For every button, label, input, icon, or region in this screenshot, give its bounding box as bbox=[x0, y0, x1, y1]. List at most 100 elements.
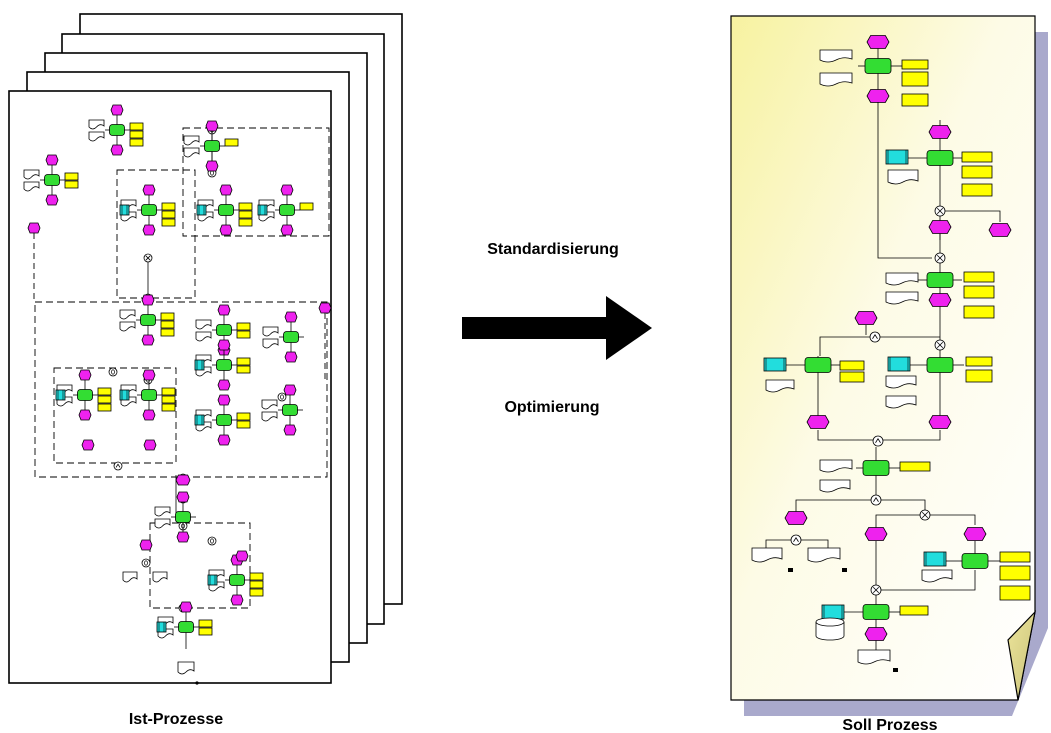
function-node bbox=[77, 389, 93, 401]
org-unit-node bbox=[839, 360, 865, 371]
terminal-mark bbox=[842, 568, 847, 572]
event-node bbox=[854, 311, 878, 325]
dashed-group-box bbox=[149, 522, 251, 609]
document-node bbox=[152, 571, 168, 583]
org-unit-node bbox=[961, 165, 993, 179]
connector-mark bbox=[115, 463, 121, 468]
event-node bbox=[142, 369, 156, 381]
document-node bbox=[183, 147, 200, 158]
org-unit-node bbox=[965, 356, 993, 367]
event-node bbox=[217, 304, 231, 316]
event-node bbox=[219, 184, 233, 196]
flow-line bbox=[945, 210, 1001, 222]
event-node bbox=[280, 224, 294, 236]
document-node bbox=[885, 375, 917, 389]
org-unit-node bbox=[161, 218, 176, 227]
connector-mark bbox=[144, 560, 148, 566]
flow-line bbox=[880, 570, 976, 591]
org-unit-node bbox=[236, 420, 251, 429]
database-node bbox=[815, 622, 845, 641]
event-node bbox=[230, 594, 244, 606]
event-node bbox=[110, 144, 124, 156]
system-node bbox=[196, 204, 207, 216]
org-unit-node bbox=[97, 395, 112, 404]
document-node bbox=[183, 135, 200, 146]
event-node bbox=[219, 224, 233, 236]
connector-mark bbox=[793, 536, 799, 542]
org-unit-node bbox=[249, 588, 264, 597]
function-node bbox=[926, 272, 954, 288]
document-node bbox=[119, 309, 136, 320]
document-node bbox=[261, 411, 278, 422]
function-node bbox=[864, 58, 892, 74]
event-node bbox=[864, 527, 888, 541]
ist-page-stack bbox=[8, 13, 403, 684]
document-node bbox=[885, 395, 917, 409]
function-node bbox=[926, 357, 954, 373]
soll-process-diagram bbox=[751, 35, 1031, 672]
org-unit-node bbox=[999, 565, 1031, 581]
org-unit-node bbox=[97, 387, 112, 396]
document-node bbox=[262, 326, 279, 337]
connector-mark bbox=[872, 586, 880, 594]
system-node bbox=[885, 149, 909, 165]
transformation-arrow bbox=[462, 296, 652, 360]
event-node bbox=[318, 302, 332, 314]
system-node bbox=[821, 604, 845, 620]
ist-prozesse-label: Ist-Prozesse bbox=[129, 711, 223, 728]
connector-node bbox=[872, 435, 884, 447]
org-unit-node bbox=[97, 403, 112, 412]
event-node bbox=[280, 184, 294, 196]
function-node bbox=[282, 404, 298, 416]
event-node bbox=[205, 160, 219, 172]
document-node bbox=[751, 547, 783, 563]
org-unit-node bbox=[999, 585, 1031, 601]
document-node bbox=[819, 459, 853, 473]
soll-page-curl bbox=[1007, 610, 1036, 701]
event-node bbox=[217, 434, 231, 446]
function-node bbox=[218, 204, 234, 216]
terminal-mark bbox=[893, 668, 898, 672]
org-unit-node bbox=[161, 387, 176, 396]
connector-mark bbox=[875, 437, 881, 443]
connector-node bbox=[869, 331, 881, 343]
org-unit-node bbox=[236, 322, 251, 331]
soll-prozess-label: Soll Prozess bbox=[842, 717, 937, 733]
flow-line bbox=[881, 499, 926, 510]
org-unit-node bbox=[161, 403, 176, 412]
system-node bbox=[194, 414, 205, 426]
document-node bbox=[195, 319, 212, 330]
connector-node bbox=[870, 494, 882, 506]
event-node bbox=[866, 89, 890, 103]
org-unit-node bbox=[161, 202, 176, 211]
connector-node bbox=[108, 367, 118, 377]
org-unit-node bbox=[961, 151, 993, 163]
system-node bbox=[119, 204, 130, 216]
flow-line bbox=[875, 514, 920, 528]
org-unit-node bbox=[901, 93, 929, 107]
org-unit-node bbox=[160, 320, 175, 329]
dashed-group-box bbox=[182, 127, 330, 237]
org-unit-node bbox=[129, 122, 144, 131]
org-unit-node bbox=[129, 138, 144, 147]
org-unit-node bbox=[249, 572, 264, 581]
event-node bbox=[81, 439, 95, 451]
event-node bbox=[928, 415, 952, 429]
document-node bbox=[921, 569, 953, 583]
event-node bbox=[45, 154, 59, 166]
system-node bbox=[207, 574, 218, 586]
connector-node bbox=[790, 534, 802, 546]
event-node bbox=[217, 379, 231, 391]
system-node bbox=[156, 621, 167, 633]
arrow-head bbox=[606, 296, 652, 360]
function-node bbox=[926, 150, 954, 166]
connector-mark bbox=[936, 254, 944, 262]
function-node bbox=[109, 124, 125, 136]
org-unit-node bbox=[236, 412, 251, 421]
event-node bbox=[784, 511, 808, 525]
org-unit-node bbox=[236, 330, 251, 339]
org-unit-node bbox=[238, 218, 253, 227]
org-unit-node bbox=[198, 619, 213, 628]
function-node bbox=[961, 553, 989, 569]
